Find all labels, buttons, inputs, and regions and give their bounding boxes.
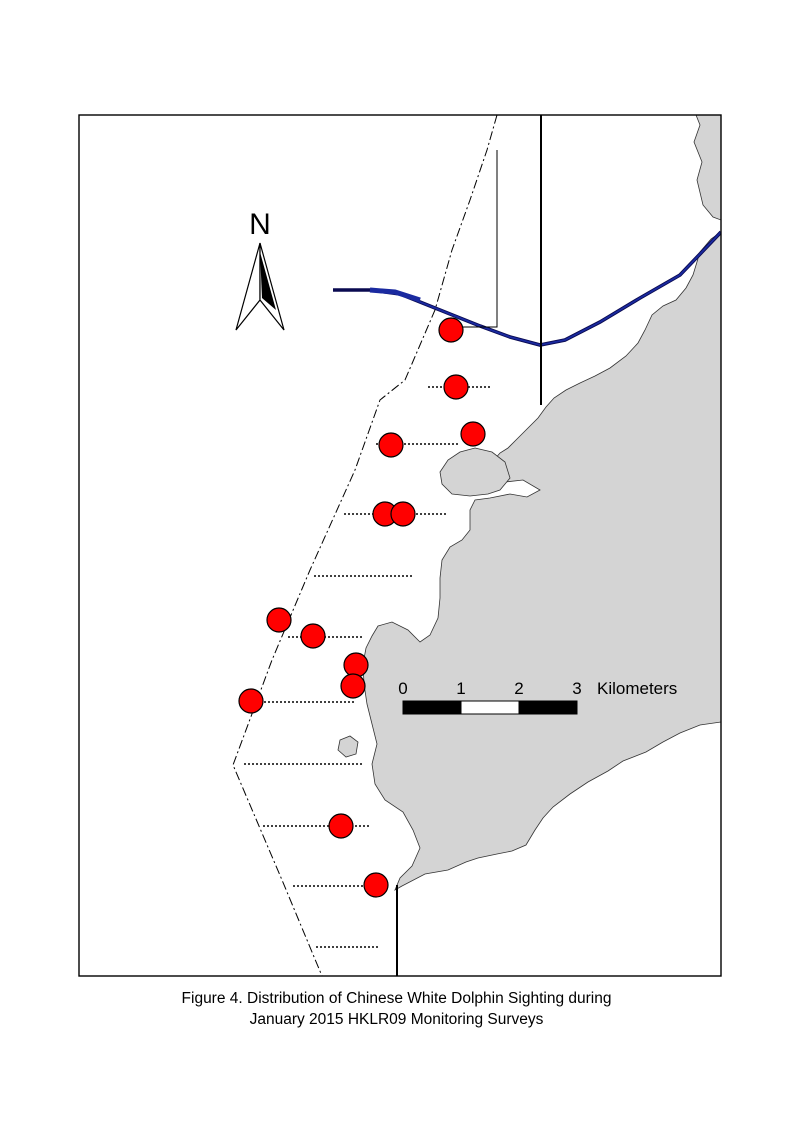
land-island-north [439,447,511,497]
north-arrow-left-half [235,242,261,331]
transect-lines [244,386,492,948]
sighting-marker [300,623,326,649]
map-content [232,115,721,976]
north-arrow-shade [260,252,276,310]
scale-unit: Kilometers [597,679,677,698]
sighting-marker [438,317,464,343]
sighting-marker [266,607,292,633]
scale-segment-2 [460,700,520,715]
land-upper-right [693,115,721,221]
scale-tick-3: 3 [572,679,581,698]
north-label: N [249,208,271,241]
sighting-marker [238,688,264,714]
dolphin-sightings [238,317,486,898]
scale-segment-3 [518,700,578,715]
sighting-marker [443,374,469,400]
land-islet [337,735,359,758]
bridge-thick-segment [369,287,421,303]
north-arrow-right-half [259,242,285,331]
scale-tick-0: 0 [398,679,407,698]
scale-segment-1 [402,700,462,715]
sighting-marker [378,432,404,458]
sighting-marker [390,501,416,527]
figure-caption-line1: Figure 4. Distribution of Chinese White … [181,990,612,1007]
land-main [362,231,721,891]
sighting-marker [460,421,486,447]
north-arrow: N [235,208,285,331]
survey-boundary-north [452,150,498,328]
sighting-marker [340,673,366,699]
figure-caption-line2: January 2015 HKLR09 Monitoring Surveys [249,1011,544,1028]
sighting-marker [328,813,354,839]
scale-tick-1: 1 [456,679,465,698]
map-frame [78,114,722,977]
survey-area-boundary [232,115,498,976]
sighting-marker [363,872,389,898]
scale-tick-2: 2 [514,679,523,698]
sighting-marker [343,652,369,678]
scale-bar: 0 1 2 3 Kilometers [398,679,677,715]
